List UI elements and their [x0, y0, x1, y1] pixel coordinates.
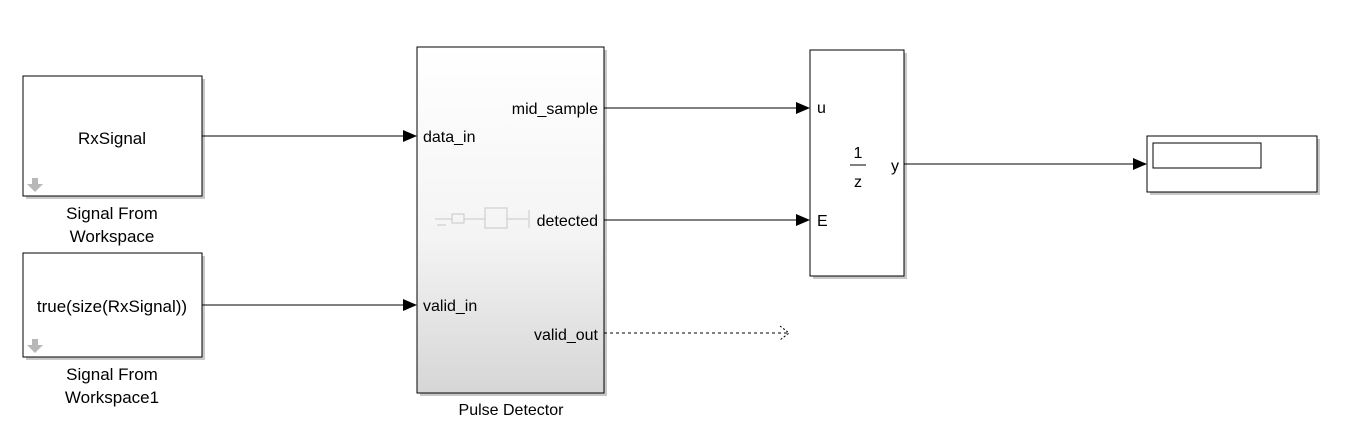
- port-label-valid-in: valid_in: [423, 298, 477, 315]
- signal-from-workspace-content: RxSignal: [78, 129, 146, 148]
- port-label-y: y: [891, 158, 899, 175]
- port-label-mid-sample: mid_sample: [512, 101, 598, 118]
- signal-line-detected-to-e[interactable]: [604, 214, 810, 226]
- signal-from-workspace1-caption-1: Signal From: [66, 365, 158, 384]
- signal-from-workspace1-block[interactable]: true(size(RxSignal)): [22, 252, 205, 360]
- port-label-detected: detected: [537, 213, 598, 230]
- display-block[interactable]: [1146, 135, 1320, 195]
- port-label-e: E: [817, 213, 828, 230]
- display-value-box: [1152, 142, 1262, 169]
- signal-line-mid-sample-to-u[interactable]: [604, 102, 810, 114]
- down-arrow-icon: [27, 178, 43, 192]
- delay-denominator: z: [854, 174, 862, 191]
- signal-from-workspace1-content: true(size(RxSignal)): [37, 297, 187, 316]
- signal-line-valid-out-unconnected[interactable]: [604, 325, 790, 341]
- signal-line-y-to-display[interactable]: [904, 158, 1147, 170]
- port-label-data-in: data_in: [423, 129, 476, 146]
- enabled-delay-block[interactable]: u E y 1 z: [809, 49, 907, 279]
- pulse-detector-subsystem[interactable]: data_in valid_in mid_sample detected val…: [416, 46, 607, 396]
- signal-from-workspace-block[interactable]: RxSignal: [22, 75, 205, 199]
- pulse-detector-caption: Pulse Detector: [459, 402, 565, 419]
- signal-line-rxsignal-to-data-in[interactable]: [202, 130, 417, 142]
- signal-from-workspace-caption-1: Signal From: [66, 204, 158, 223]
- down-arrow-icon: [27, 339, 43, 353]
- signal-from-workspace-caption-2: Workspace: [70, 227, 155, 246]
- signal-from-workspace1-caption-2: Workspace1: [65, 388, 159, 407]
- port-label-u: u: [817, 100, 826, 117]
- signal-line-valid-to-valid-in[interactable]: [202, 299, 417, 311]
- port-label-valid-out: valid_out: [534, 327, 599, 344]
- subsystem-preview-icon: [435, 207, 530, 229]
- delay-numerator: 1: [854, 145, 863, 162]
